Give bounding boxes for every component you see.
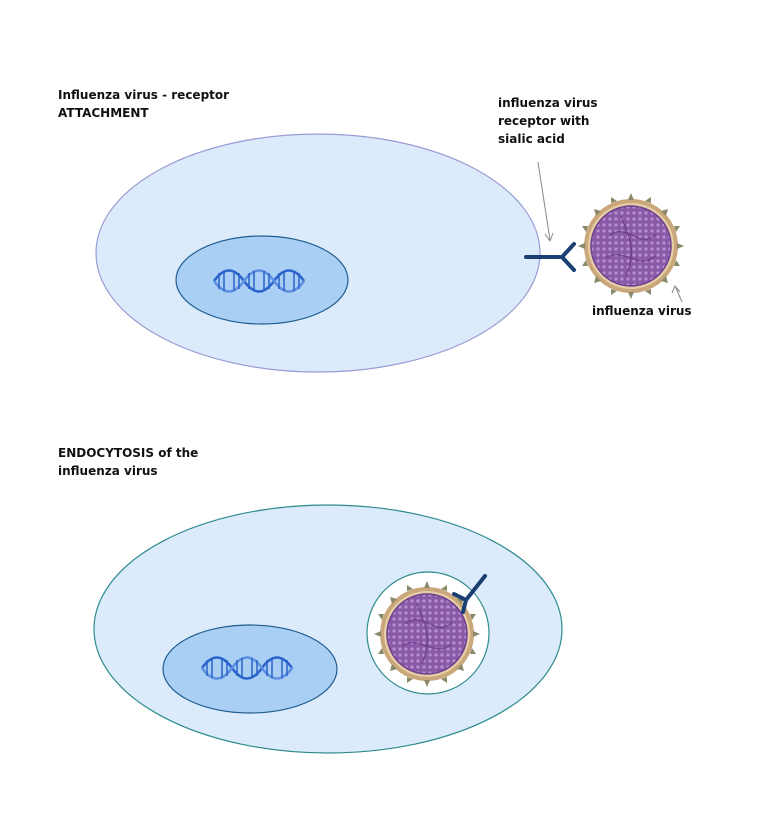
host-cell	[93, 504, 563, 754]
endocytosis-panel	[93, 504, 563, 754]
receptor-icon	[524, 242, 576, 272]
nucleus	[175, 235, 349, 325]
attachment-panel	[95, 133, 685, 373]
receptor-label-line1: influenza virus	[498, 96, 598, 110]
virus-icon	[577, 192, 685, 300]
virus-pointer-arrowhead	[671, 285, 681, 294]
virus-label: influenza virus	[592, 304, 692, 318]
endocytosis-title: ENDOCYTOSIS of the influenza virus	[58, 444, 198, 480]
nucleus	[162, 624, 338, 714]
endocytosis-title-line1: ENDOCYTOSIS of the	[58, 446, 199, 460]
endocytosis-title-line2: influenza virus	[58, 464, 158, 478]
virus-pointer-line	[675, 287, 683, 303]
attachment-title-line1: Influenza virus - receptor	[58, 88, 230, 102]
receptor-label-line2: receptor with	[498, 114, 590, 128]
receptor-pointer-line	[537, 161, 551, 241]
receptor-icon	[452, 574, 487, 614]
attachment-title-line2: ATTACHMENT	[58, 106, 149, 120]
receptor-pointer-arrowhead	[544, 232, 554, 243]
receptor-label-line3: sialic acid	[498, 132, 565, 146]
attachment-title: Influenza virus - receptor ATTACHMENT	[58, 86, 229, 122]
receptor-label: influenza virus receptor with sialic aci…	[498, 94, 598, 148]
